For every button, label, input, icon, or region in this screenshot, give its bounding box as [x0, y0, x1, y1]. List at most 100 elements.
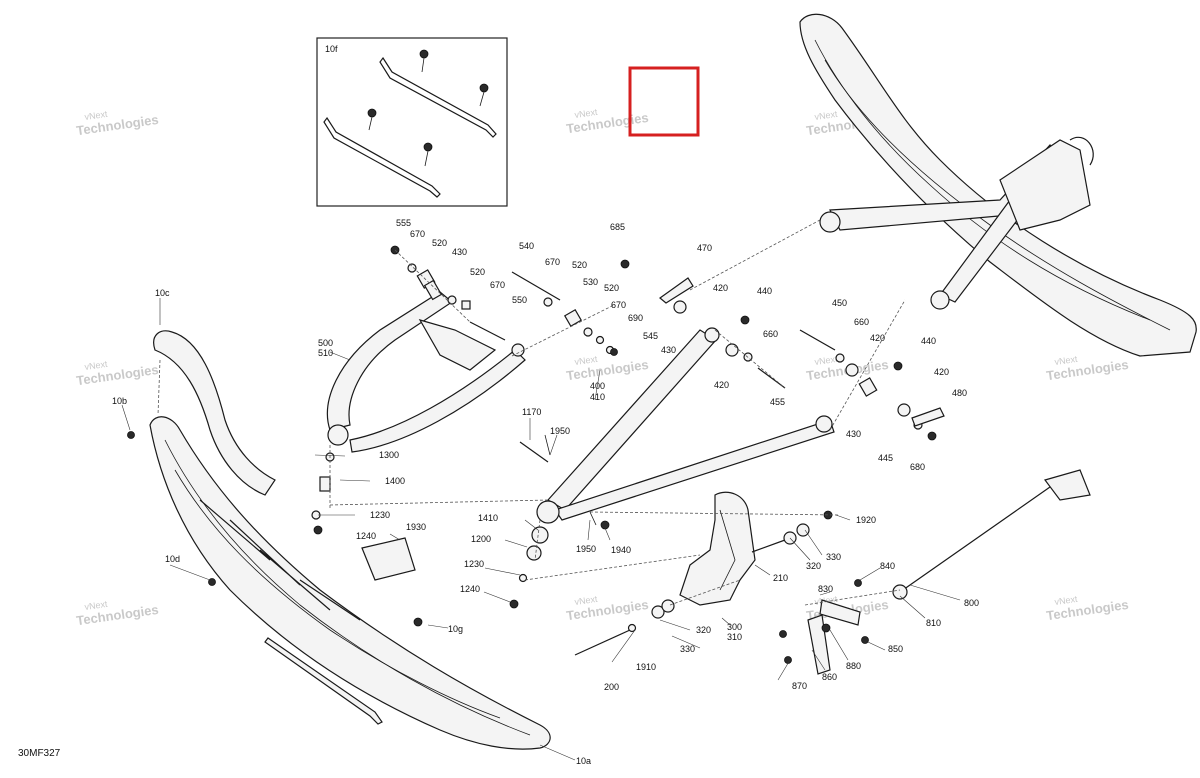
- spindle-300: [679, 491, 756, 606]
- label-10g: 10g: [448, 624, 463, 634]
- label-470: 470: [697, 243, 712, 253]
- bushing-420c: [845, 363, 859, 377]
- label-1400: 1400: [385, 476, 405, 486]
- inset-nut: [479, 83, 489, 93]
- label-545: 545: [643, 331, 658, 341]
- stop-block-1930: [361, 537, 416, 581]
- label-445: 445: [878, 453, 893, 463]
- label-810: 810: [926, 618, 941, 628]
- label-520: 520: [470, 267, 485, 277]
- label-840: 840: [880, 561, 895, 571]
- inset-nut: [423, 142, 433, 152]
- watermark-line1: vNext: [84, 109, 109, 122]
- bushing-420d: [897, 403, 911, 417]
- washer-1230b: [518, 573, 528, 583]
- watermark: vNext Technologies: [1045, 594, 1129, 623]
- label-300: 300: [727, 622, 742, 632]
- bushing-420a: [673, 300, 687, 314]
- upper-a-arm-500: [326, 291, 526, 453]
- spacer-430c: [858, 377, 878, 397]
- bolt-200: [574, 629, 631, 656]
- assembly-lines: [157, 219, 906, 606]
- rod-end-810: [892, 584, 908, 600]
- stud-1400: [319, 476, 331, 492]
- label-480: 480: [952, 388, 967, 398]
- watermark: vNext Technologies: [565, 594, 649, 623]
- nut-1940: [600, 520, 610, 530]
- bushing-end: [930, 290, 950, 310]
- watermark-line1: vNext: [84, 599, 109, 612]
- watermark-line1: vNext: [574, 594, 599, 607]
- watermark: vNext Technologies: [75, 599, 159, 628]
- bolt-840: [854, 579, 862, 587]
- label-1930: 1930: [406, 522, 426, 532]
- spindle-edge: [719, 509, 736, 591]
- shaft-210: [751, 539, 786, 553]
- assembly-line: [524, 554, 701, 581]
- watermark: vNext Technologies: [75, 109, 159, 138]
- tie-rod: [899, 479, 1061, 593]
- label-320: 320: [806, 561, 821, 571]
- label-880: 880: [846, 661, 861, 671]
- bolt-1170: [519, 441, 549, 463]
- label-800: 800: [964, 598, 979, 608]
- label-685: 685: [610, 222, 625, 232]
- label-670: 670: [410, 229, 425, 239]
- bolt-870a: [779, 630, 787, 638]
- assembly-line: [669, 579, 741, 606]
- seal-330b: [661, 599, 675, 613]
- label-1230: 1230: [370, 510, 390, 520]
- lower-arm-bushing: [815, 415, 833, 433]
- ski-left: [127, 330, 551, 750]
- diagram-code: 30MF327: [18, 748, 61, 759]
- label-1240: 1240: [460, 584, 480, 594]
- bracket-860: [807, 614, 831, 675]
- assembly-line: [589, 511, 841, 516]
- nut-880: [821, 623, 831, 633]
- assembly-line: [534, 519, 541, 561]
- label-450: 450: [832, 298, 847, 308]
- washer-670c: [595, 335, 605, 345]
- label-660: 660: [854, 317, 869, 327]
- bolt-870b: [784, 656, 792, 664]
- watermark-line1: vNext: [1054, 354, 1079, 367]
- label-410: 410: [590, 392, 605, 402]
- label-430: 430: [846, 429, 861, 439]
- bushing-320b: [651, 605, 665, 619]
- watermark: vNext Technologies: [75, 359, 159, 388]
- watermark-line1: vNext: [574, 107, 599, 120]
- bolt-540: [511, 271, 561, 301]
- bracket-470: [659, 277, 694, 304]
- tie-rod-end: [1043, 469, 1091, 501]
- label-1200: 1200: [471, 534, 491, 544]
- label-1410: 1410: [478, 513, 498, 523]
- label-670: 670: [545, 257, 560, 267]
- inset-studs: [368, 57, 485, 167]
- label-1950: 1950: [550, 426, 570, 436]
- bushing-530: [563, 308, 583, 328]
- label-660: 660: [763, 329, 778, 339]
- a-arm-gusset: [418, 319, 497, 371]
- label-400: 400: [590, 381, 605, 391]
- inset-label: 10f: [325, 44, 338, 54]
- washer-670: [407, 263, 417, 273]
- boot-1410: [531, 526, 549, 544]
- inset-frame: [316, 37, 508, 207]
- ski-loop-handle-10c: [153, 330, 276, 496]
- assembly-line: [157, 359, 161, 416]
- label-520: 520: [432, 238, 447, 248]
- leader-line-group: [121, 298, 961, 761]
- plate-480: [911, 407, 945, 427]
- assembly-line: [394, 249, 471, 323]
- inset-runner-upper: [379, 56, 497, 138]
- label-420: 420: [713, 283, 728, 293]
- label-870: 870: [792, 681, 807, 691]
- nut-440b: [893, 361, 903, 371]
- label-860: 860: [822, 672, 837, 682]
- ski-nut-10g: [413, 617, 423, 627]
- label-550: 550: [512, 295, 527, 305]
- label-830: 830: [818, 584, 833, 594]
- lower-a-arm-400: [536, 327, 835, 524]
- lower-arm-bushing: [704, 327, 720, 343]
